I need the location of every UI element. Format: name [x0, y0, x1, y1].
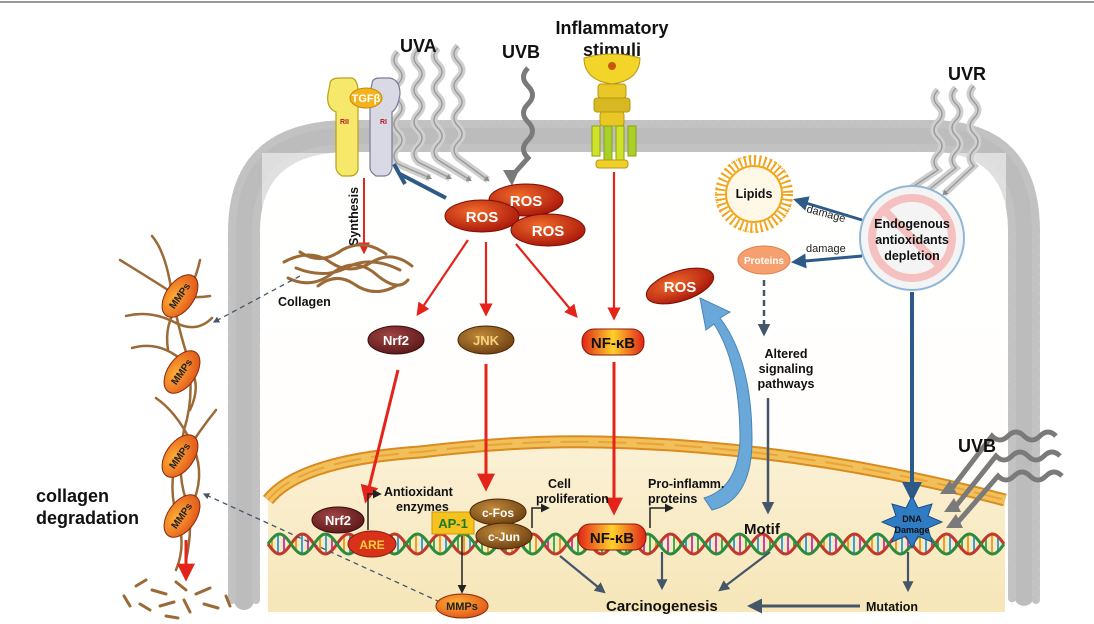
ros-label-3: ROS [532, 223, 565, 240]
mmps-nuclear-label: MMPs [446, 601, 478, 613]
ros-arrows [416, 172, 621, 321]
uvb-right-rays [940, 429, 1064, 528]
uvb-label: UVB [502, 42, 540, 62]
proteins-label: Proteins [744, 256, 784, 267]
antioxidant-label-2: enzymes [396, 500, 449, 514]
antioxidant-enzyme-arrow [367, 489, 382, 530]
cell-proliferation-label-2: proliferation [536, 492, 609, 506]
tgfb-receptor [327, 77, 401, 177]
jnk-label: JNK [473, 333, 500, 348]
ros-right-label: ROS [664, 279, 697, 296]
are-label: ARE [359, 538, 384, 552]
synthesis-label: Synthesis [347, 187, 361, 246]
inflammatory-label: Inflammatory [555, 18, 668, 38]
uva-label: UVA [400, 36, 437, 56]
collagen-degradation-label-1: collagen [36, 486, 109, 506]
collagen-fibers [282, 243, 414, 293]
ap1-node [431, 511, 475, 535]
endogenous-depletion-node [859, 185, 965, 291]
collagen-to-mmps-link [212, 275, 301, 323]
mmps-markers [161, 274, 201, 538]
cjun-label: c-Jun [488, 530, 520, 544]
endogenous-label-2: antioxidants [875, 233, 949, 247]
altered-label-1: Altered [764, 347, 807, 361]
ros-label-1: ROS [510, 193, 543, 210]
altered-label-2: signaling [759, 362, 814, 376]
cfos-label: c-Fos [482, 506, 514, 520]
nrf2-label: Nrf2 [383, 333, 409, 348]
damage-label-2: damage [806, 243, 846, 255]
nucleus-arrows [360, 362, 623, 516]
collagen-fragments [122, 578, 232, 620]
ros-feedback-arrow [699, 297, 753, 511]
uvb-ray [503, 66, 535, 186]
rii-label: RII [340, 119, 349, 126]
carcinogenesis-arrows [559, 551, 914, 614]
dna-damage-label-1: DNA [902, 514, 922, 524]
jnk-node [457, 325, 515, 355]
ros-cluster [444, 183, 586, 247]
nfkb-label: NF-κB [591, 335, 635, 352]
collagen-degradation-label-2: degradation [36, 508, 139, 528]
cjun-node [475, 522, 533, 550]
nfkb-nuclear-label: NF-κB [590, 530, 634, 547]
dna-damage-label-2: Damage [894, 525, 929, 535]
ros-inhibits-tgfb [392, 163, 447, 200]
damage-arrows [791, 196, 863, 269]
cell-proliferation-label-1: Cell [548, 477, 571, 491]
uvb-right-label: UVB [958, 436, 996, 456]
endogenous-label-1: Endogenous [874, 217, 950, 231]
motif-label: Motif [744, 521, 781, 538]
lipid-vesicle [715, 155, 793, 233]
collagen-label: Collagen [278, 295, 331, 309]
pro-inflamm-label-1: Pro-inflamm. [648, 477, 724, 491]
carcinogenesis-label: Carcinogenesis [606, 598, 718, 615]
mmps-nuclear-node [435, 593, 489, 619]
ros-label-2: ROS [466, 209, 499, 226]
nrf2-nuclear-label: Nrf2 [325, 513, 351, 528]
lipids-label: Lipids [736, 187, 773, 201]
proteins-node [737, 245, 791, 275]
pro-inflamm-label-2: proteins [648, 492, 697, 506]
altered-label-3: pathways [758, 377, 815, 391]
nrf2-node [367, 325, 425, 355]
nfkb-node [581, 328, 645, 356]
ros-node-right [645, 267, 715, 305]
nfkb-nuclear-node [577, 523, 647, 551]
nrf2-nuclear-node [311, 506, 365, 534]
mmps-to-degradation-link [202, 493, 441, 603]
ap1-label: AP-1 [438, 516, 468, 531]
dna-damage-burst [880, 494, 944, 550]
tgfb-label: TGFβ [352, 93, 381, 105]
uvr-rays [906, 83, 982, 197]
uvr-label: UVR [948, 64, 986, 84]
ri-label: RI [380, 119, 387, 126]
inflammatory-receptor [583, 53, 641, 169]
pro-inflamm-arrow [649, 503, 674, 528]
cell-proliferation-arrow [531, 503, 550, 528]
are-node [347, 530, 397, 558]
endogenous-label-3: depletion [884, 249, 940, 263]
mutation-label: Mutation [866, 600, 918, 614]
antioxidant-label-1: Antioxidant [384, 485, 454, 499]
uva-rays [390, 43, 491, 183]
